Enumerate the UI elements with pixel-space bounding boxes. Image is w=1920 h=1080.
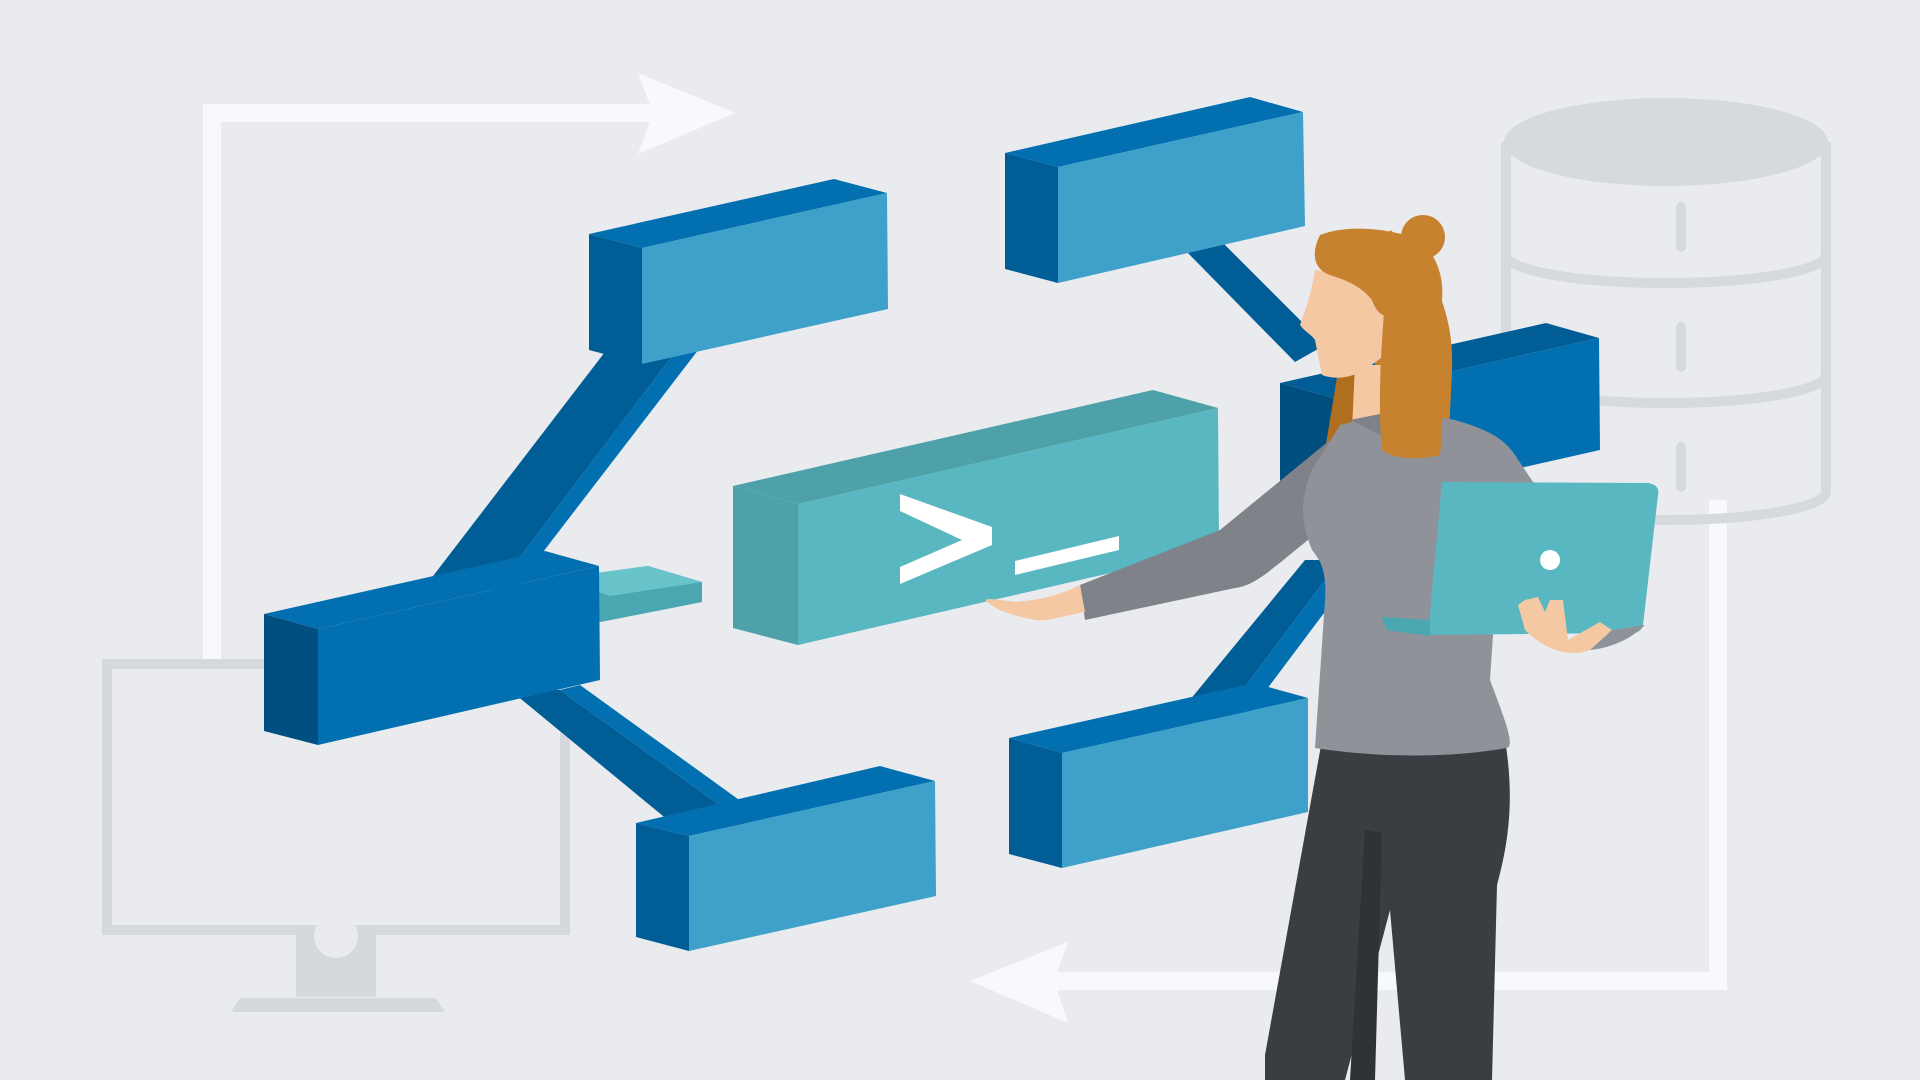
code-block-bottom-right: [1009, 683, 1308, 868]
code-block-left: [264, 551, 600, 745]
person-figure: [985, 215, 1659, 1080]
code-block-top-left: [589, 179, 888, 364]
flow-arrow-bottom-icon: [970, 500, 1727, 1023]
laptop-icon: [1382, 482, 1659, 636]
terminal-prompt-text: >_: [0, 0, 2, 1]
flow-arrow-top-icon: [203, 73, 735, 660]
code-block-top-right: [1005, 97, 1305, 283]
code-block-bottom-left: [636, 766, 936, 951]
terminal-icon: >_: [0, 0, 1219, 645]
